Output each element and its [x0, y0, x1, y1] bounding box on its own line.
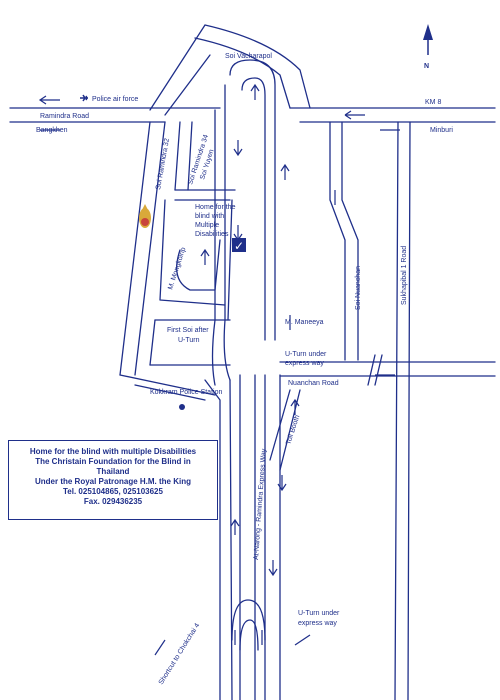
dest-line-4: Disabilities	[195, 231, 229, 238]
label-uturn-under-1: U-Turn under	[285, 351, 327, 358]
dest-line-3: Multiple	[195, 222, 219, 229]
label-m-mongkolrip: M. Mongkolrip	[167, 247, 187, 291]
soi-nuanchan-road	[329, 121, 359, 361]
label-ramindra-road: Ramindra Road	[40, 113, 89, 120]
info-line-5: Tel. 025104865, 025103625	[63, 487, 163, 496]
soi-vacharapol-road	[149, 24, 311, 116]
direction-arrows	[38, 83, 400, 656]
label-bangkhen: Bangkhen	[36, 127, 68, 134]
dest-line-1: Home for the	[195, 204, 236, 211]
check-icon: ✓	[234, 239, 244, 253]
north-label: N	[424, 63, 429, 70]
label-police-air-force: Police air force	[92, 96, 138, 103]
expressway-roads	[204, 59, 301, 700]
foundation-info-box: Home for the blind with multiple Disabil…	[8, 440, 218, 520]
police-station-marker-icon	[179, 404, 185, 410]
uturn-bottom	[231, 599, 266, 651]
soi-ramindra-32	[119, 121, 166, 376]
foundation-logo-icon	[139, 204, 151, 228]
label-km8: KM 8	[425, 99, 441, 106]
label-toll-booth: Toll Booth	[285, 414, 301, 446]
soi-ramindra-34	[174, 121, 236, 201]
label-sukhapibal-road: Sukhapibal 1 Road	[401, 246, 408, 305]
north-arrow-icon	[423, 24, 433, 55]
dest-line-2: blind with	[195, 213, 224, 220]
label-uturn-bottom-2: express way	[298, 620, 337, 627]
label-uturn-bottom-1: U-Turn under	[298, 610, 340, 617]
info-line-6: Fax. 029436235	[83, 497, 143, 506]
info-line-2: The Christain Foundation for the Blind i…	[35, 457, 191, 466]
destination-marker	[232, 238, 246, 252]
airplane-icon	[80, 94, 88, 102]
label-soi-vacharapol: Soi Vacharapol	[225, 53, 272, 60]
info-line-3: Thailand	[96, 467, 130, 476]
label-soi-nuanchan: Soi Nuanchan	[355, 266, 362, 310]
first-soi-block	[149, 319, 231, 366]
nuanchan-road	[279, 354, 496, 386]
label-uturn-under-2: express way	[285, 360, 324, 367]
sukhapibal-road	[394, 121, 411, 700]
mongkolrip-block	[159, 199, 233, 321]
label-m-maneeya: M. Maneeya	[285, 319, 324, 326]
lower-connector	[119, 374, 216, 401]
info-line-1: Home for the blind with multiple Disabil…	[29, 447, 197, 456]
label-minburi: Minburi	[430, 127, 453, 134]
info-line-4: Under the Royal Patronage H.M. the King	[34, 477, 191, 486]
label-nuanchan-road: Nuanchan Road	[288, 380, 339, 387]
label-first-soi-1: First Soi after	[167, 327, 209, 334]
label-kokkram-police: Kokkram Police Station	[150, 389, 222, 396]
label-soi-ramindra-32: Soi Ramindra 32	[155, 138, 171, 191]
label-shortcut: Shortcut to Chokchai 4	[158, 622, 202, 686]
label-first-soi-2: U-Turn	[178, 337, 200, 344]
